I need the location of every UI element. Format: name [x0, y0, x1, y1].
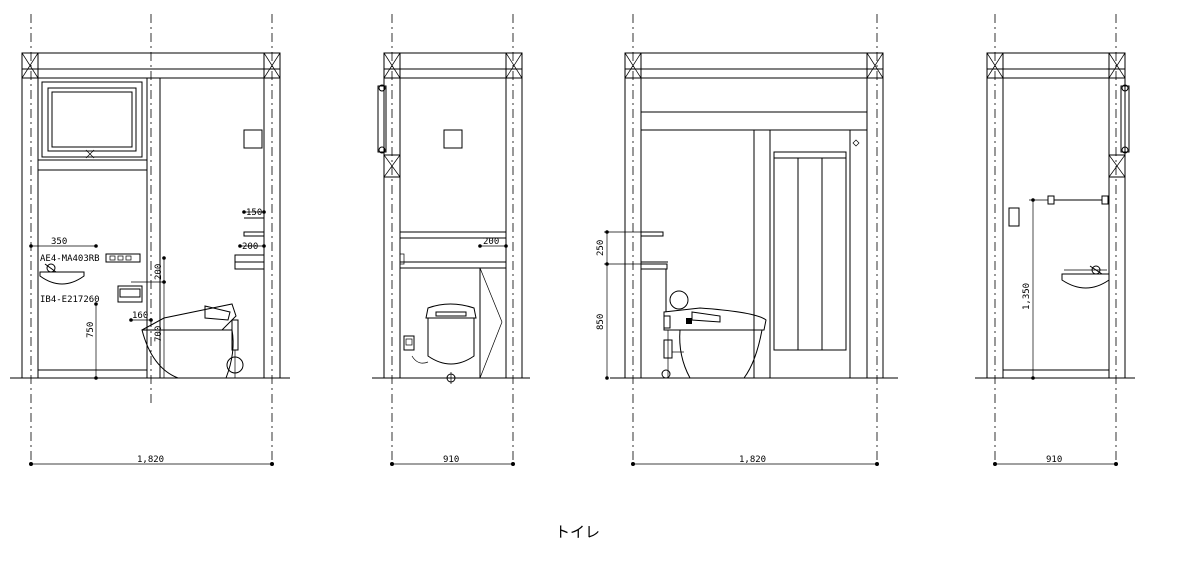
dim-d-1350: 1,350	[1022, 283, 1032, 310]
dim-a-350: 350	[51, 237, 67, 247]
part-label-holder: IB4-E217260	[40, 295, 100, 305]
elevation-b: 200 910	[372, 14, 530, 470]
dim-a-200-vert: 200	[154, 264, 164, 280]
dim-a-750: 750	[86, 322, 96, 338]
dim-b-200: 200	[483, 237, 499, 247]
width-label-b: 910	[443, 455, 459, 465]
elevation-a: 150 200 350 200 700 160 750 AE4-MA403RB …	[10, 14, 290, 470]
dim-c-850: 850	[596, 314, 606, 330]
dim-a-160: 160	[132, 311, 148, 321]
dim-a-700: 700	[154, 326, 164, 342]
drawing-title: トイレ	[555, 523, 600, 541]
dim-a-200-top: 200	[242, 242, 258, 252]
width-label-c: 1,820	[739, 455, 766, 465]
width-label-a: 1,820	[137, 455, 164, 465]
elevation-d: 1,350 910	[975, 14, 1135, 470]
part-label-remote: AE4-MA403RB	[40, 254, 100, 264]
dim-a-150: 150	[246, 208, 262, 218]
elevation-c: 250 850 1,820	[596, 14, 898, 470]
dim-c-250: 250	[596, 240, 606, 256]
width-label-d: 910	[1046, 455, 1062, 465]
